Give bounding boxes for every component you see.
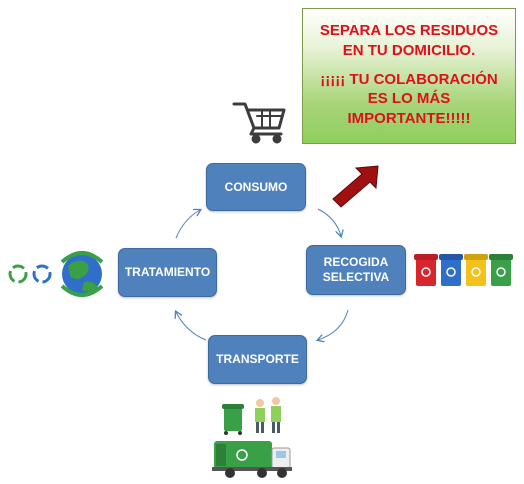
node-transporte-label: TRANSPORTE — [216, 352, 299, 366]
notice-line-5: IMPORTANTE!!!!! — [347, 110, 471, 128]
arrow-consumo-recogida — [317, 208, 341, 236]
notice-box: SEPARA LOS RESIDUOS EN TU DOMICILIO. ¡¡¡… — [302, 8, 516, 144]
node-consumo: CONSUMO — [206, 163, 306, 211]
node-recogida-label-line2: SELECTIVA — [322, 270, 390, 284]
node-tratamiento: TRATAMIENTO — [118, 248, 217, 297]
node-tratamiento-label: TRATAMIENTO — [124, 265, 211, 279]
node-transporte: TRANSPORTE — [208, 335, 307, 384]
recycle-symbols-globe-icon — [3, 250, 113, 300]
arrow-tratamiento-consumo — [175, 210, 200, 239]
workers-bin-icon — [222, 397, 281, 435]
notice-line-4: ES LO MÁS — [367, 90, 451, 108]
garbage-truck-icon — [212, 441, 292, 478]
big-arrow-icon — [332, 165, 379, 208]
notice-line-1: SEPARA LOS RESIDUOS — [319, 22, 499, 39]
shopping-cart-icon — [232, 102, 286, 144]
node-recogida-label-line1: RECOGIDA — [323, 255, 389, 269]
node-consumo-label: CONSUMO — [224, 179, 288, 194]
arrow-recogida-transporte — [318, 309, 349, 340]
notice-line-2: EN TU DOMICILIO. — [342, 41, 476, 59]
arrow-transporte-tratamiento — [176, 312, 207, 341]
notice-line-3: ¡¡¡¡¡ TU COLABORACIÓN — [320, 70, 498, 88]
recycling-bins-icon — [414, 254, 513, 286]
node-recogida-selectiva: RECOGIDA SELECTIVA — [306, 245, 406, 295]
